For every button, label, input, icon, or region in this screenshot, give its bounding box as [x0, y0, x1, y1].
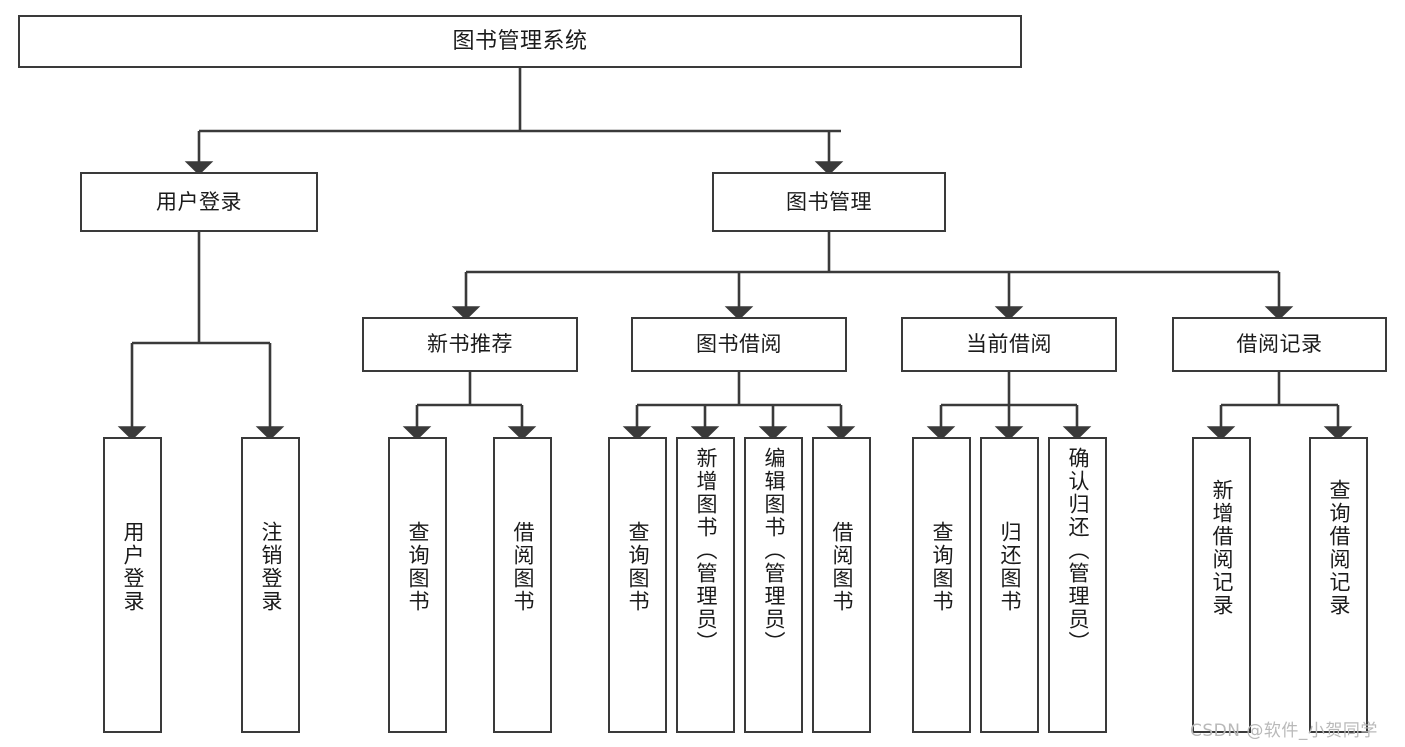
node-book-borrow[interactable]: 图书借阅 [631, 317, 847, 372]
leaf-return-book[interactable]: 归还图书 [980, 437, 1039, 733]
node-new-book-recommend[interactable]: 新书推荐 [362, 317, 578, 372]
node-user-login[interactable]: 用户登录 [80, 172, 318, 232]
node-label: 用户登录 [156, 189, 242, 214]
node-label: 归还图书 [998, 521, 1022, 613]
leaf-query-borrow-record[interactable]: 查询借阅记录 [1309, 437, 1368, 733]
leaf-edit-book-admin[interactable]: 编辑图书（管理员） [744, 437, 803, 733]
leaf-query-book-borrow[interactable]: 查询图书 [608, 437, 667, 733]
node-label: 当前借阅 [966, 332, 1052, 357]
node-label: 注销登录 [259, 521, 283, 613]
node-label: 查询图书 [930, 521, 954, 613]
node-label: 借阅图书 [511, 521, 535, 613]
node-borrow-record[interactable]: 借阅记录 [1172, 317, 1387, 372]
node-label: 图书管理 [786, 189, 872, 214]
node-label: 图书借阅 [696, 332, 782, 357]
node-label: 借阅记录 [1236, 332, 1323, 357]
leaf-add-borrow-record[interactable]: 新增借阅记录 [1192, 437, 1251, 733]
node-label: 查询图书 [626, 521, 650, 613]
node-label: 查询图书 [406, 521, 430, 613]
leaf-user-login[interactable]: 用户登录 [103, 437, 162, 733]
leaf-query-book-current[interactable]: 查询图书 [912, 437, 971, 733]
node-label: 编辑图书（管理员） [762, 447, 786, 654]
leaf-borrow-book-recommend[interactable]: 借阅图书 [493, 437, 552, 733]
leaf-add-book-admin[interactable]: 新增图书（管理员） [676, 437, 735, 733]
node-label: 新增借阅记录 [1210, 479, 1234, 617]
node-book-management[interactable]: 图书管理 [712, 172, 946, 232]
node-label: 图书管理系统 [452, 28, 588, 54]
leaf-confirm-return-admin[interactable]: 确认归还（管理员） [1048, 437, 1107, 733]
node-label: 确认归还（管理员） [1066, 447, 1090, 654]
node-label: 查询借阅记录 [1327, 479, 1351, 617]
csdn-watermark: CSDN @软件_小贺同学 [1190, 721, 1378, 741]
node-label: 用户登录 [121, 521, 145, 613]
node-root-system[interactable]: 图书管理系统 [18, 15, 1022, 68]
leaf-borrow-book[interactable]: 借阅图书 [812, 437, 871, 733]
node-label: 新书推荐 [427, 332, 513, 357]
node-current-borrow[interactable]: 当前借阅 [901, 317, 1117, 372]
node-label: 新增图书（管理员） [694, 447, 718, 654]
leaf-logout[interactable]: 注销登录 [241, 437, 300, 733]
leaf-query-book-recommend[interactable]: 查询图书 [388, 437, 447, 733]
node-label: 借阅图书 [830, 521, 854, 613]
